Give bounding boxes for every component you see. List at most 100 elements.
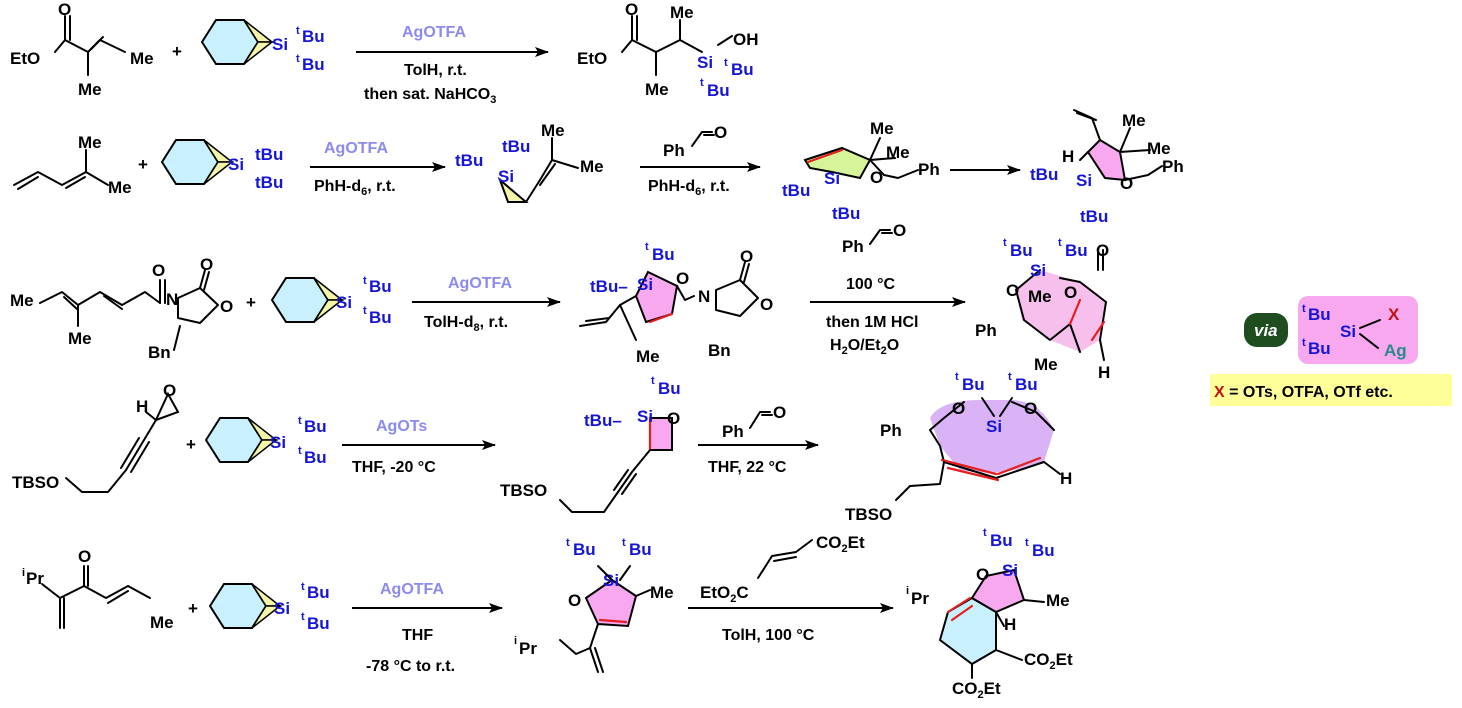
svg-text:via: via bbox=[1254, 321, 1278, 340]
label-me: Me bbox=[130, 49, 154, 68]
svg-text:TBSO: TBSO bbox=[12, 473, 59, 492]
svg-text:Si: Si bbox=[824, 169, 840, 188]
svg-text:tBu: tBu bbox=[1080, 207, 1108, 226]
plus-sign: + bbox=[172, 42, 182, 61]
svg-text:TBSO: TBSO bbox=[500, 481, 547, 500]
svg-text:Me: Me bbox=[650, 583, 674, 602]
label-si: Si bbox=[272, 35, 288, 54]
silacyclopropane-reagent: Si t Bu t Bu bbox=[208, 581, 330, 633]
condition-line: PhH-d6, r.t. bbox=[648, 178, 730, 198]
svg-text:CO2Et: CO2Et bbox=[1024, 650, 1073, 672]
svg-text:t: t bbox=[983, 527, 987, 539]
svg-text:Bu: Bu bbox=[369, 308, 392, 327]
svg-text:t: t bbox=[1008, 371, 1012, 383]
row1-substrate-tiglate-ester: EtO O Me Me bbox=[10, 0, 154, 99]
svg-text:Bu: Bu bbox=[1010, 241, 1033, 260]
svg-text:Bu: Bu bbox=[1032, 541, 1055, 560]
aldehyde-ph: Ph bbox=[842, 237, 864, 256]
row2-substrate-diene: Me Me bbox=[13, 133, 132, 197]
label-carbonyl-o: O bbox=[625, 0, 638, 19]
svg-text:Bn: Bn bbox=[708, 341, 731, 360]
svg-text:Bu: Bu bbox=[302, 27, 325, 46]
label-me: Me bbox=[886, 143, 910, 162]
row2-silirane-intermediate: Si tBu tBu Me Me bbox=[455, 121, 604, 203]
svg-text:Ph: Ph bbox=[975, 321, 997, 340]
svg-text:i: i bbox=[906, 585, 909, 597]
condition-line: 100 °C bbox=[846, 276, 896, 293]
svg-text:Pr: Pr bbox=[26, 569, 44, 588]
svg-text:tBu: tBu bbox=[1030, 165, 1058, 184]
silacyclopropane-reagent: Si t Bu t Bu bbox=[270, 275, 392, 327]
svg-text:t: t bbox=[622, 537, 626, 549]
svg-text:t: t bbox=[296, 53, 300, 65]
label-me: Me bbox=[670, 3, 694, 22]
svg-text:O: O bbox=[893, 221, 906, 240]
svg-text:Bu: Bu bbox=[1308, 305, 1331, 324]
condition-line: THF, 22 °C bbox=[708, 459, 787, 476]
svg-text:Si: Si bbox=[336, 293, 352, 312]
svg-text:Bu: Bu bbox=[990, 531, 1013, 550]
silver-silylene-complex bbox=[1298, 296, 1418, 364]
aldehyde-ph: Ph bbox=[722, 422, 744, 441]
svg-text:O: O bbox=[152, 261, 165, 280]
svg-text:t: t bbox=[1025, 537, 1029, 549]
label-oh: OH bbox=[733, 30, 759, 49]
svg-text:O: O bbox=[773, 403, 786, 422]
condition-line: TolH-d8, r.t. bbox=[424, 314, 508, 334]
svg-text:Si: Si bbox=[1340, 322, 1356, 341]
svg-text:O: O bbox=[760, 295, 773, 314]
svg-text:Me: Me bbox=[150, 613, 174, 632]
condition-line: TolH, 100 °C bbox=[722, 627, 815, 644]
svg-text:H: H bbox=[1098, 363, 1110, 382]
reagent-label: AgOTFA bbox=[380, 581, 444, 598]
condition-line: H2O/Et2O bbox=[830, 337, 899, 357]
svg-text:N: N bbox=[698, 287, 710, 306]
svg-text:Si: Si bbox=[228, 155, 244, 174]
svg-text:t: t bbox=[298, 415, 302, 427]
label-me: Me bbox=[541, 121, 565, 140]
svg-text:O: O bbox=[78, 547, 91, 566]
svg-text:O: O bbox=[714, 123, 727, 142]
plus-sign: + bbox=[186, 435, 196, 454]
condition-line: -78 °C to r.t. bbox=[366, 658, 455, 675]
svg-text:Ph: Ph bbox=[1162, 157, 1184, 176]
svg-text:Ag: Ag bbox=[1384, 341, 1407, 360]
svg-text:Si: Si bbox=[1002, 561, 1018, 580]
svg-text:t: t bbox=[1302, 303, 1306, 315]
svg-text:t: t bbox=[301, 581, 305, 593]
svg-text:O: O bbox=[952, 399, 965, 418]
svg-text:Si: Si bbox=[986, 417, 1002, 436]
row3-substrate-oxazolidinone: Me O N O O Me Bn bbox=[10, 255, 233, 362]
svg-text:t: t bbox=[363, 275, 367, 287]
label-eto: EtO bbox=[577, 49, 607, 68]
label-me: Me bbox=[78, 80, 102, 99]
svg-text:Bu: Bu bbox=[304, 448, 327, 467]
row2-product-oxasilacycle: H Me Me Ph O Si tBu tBu bbox=[1030, 109, 1184, 226]
label-me: Me bbox=[580, 157, 604, 176]
svg-text:t: t bbox=[645, 241, 649, 253]
svg-text:CO2Et: CO2Et bbox=[816, 533, 865, 555]
svg-text:Bu: Bu bbox=[369, 277, 392, 296]
svg-text:Me: Me bbox=[1028, 287, 1052, 306]
silacyclopropane-reagent: Si t Bu t Bu bbox=[200, 19, 325, 74]
row5-substrate-dienone: i Pr O Me bbox=[22, 547, 174, 632]
svg-text:t: t bbox=[651, 375, 655, 387]
svg-text:t: t bbox=[1302, 337, 1306, 349]
silacyclopropane-reagent: Si tBu tBu bbox=[160, 139, 283, 192]
svg-text:t: t bbox=[363, 305, 367, 317]
svg-text:t: t bbox=[1003, 237, 1007, 249]
label-h: H bbox=[1062, 147, 1074, 166]
row4-oxasiletane-intermediate: Si t Bu tBu– O TBSO bbox=[500, 375, 681, 513]
condition-line: THF, -20 °C bbox=[352, 459, 436, 476]
svg-text:EtO2C: EtO2C bbox=[700, 583, 749, 605]
svg-text:Bu: Bu bbox=[573, 540, 596, 559]
svg-text:X = OTs, OTFA, OTf etc.: X = OTs, OTFA, OTf etc. bbox=[1214, 384, 1393, 401]
svg-text:Bu: Bu bbox=[302, 55, 325, 74]
label-me: Me bbox=[10, 291, 34, 310]
svg-text:O: O bbox=[1120, 174, 1133, 193]
plus-sign: + bbox=[246, 293, 256, 312]
svg-text:t: t bbox=[724, 57, 728, 69]
row3-product-silyl-lactone: Si t Bu t Bu O O O Me Ph Me H bbox=[975, 237, 1110, 382]
svg-text:Bu: Bu bbox=[1065, 241, 1088, 260]
